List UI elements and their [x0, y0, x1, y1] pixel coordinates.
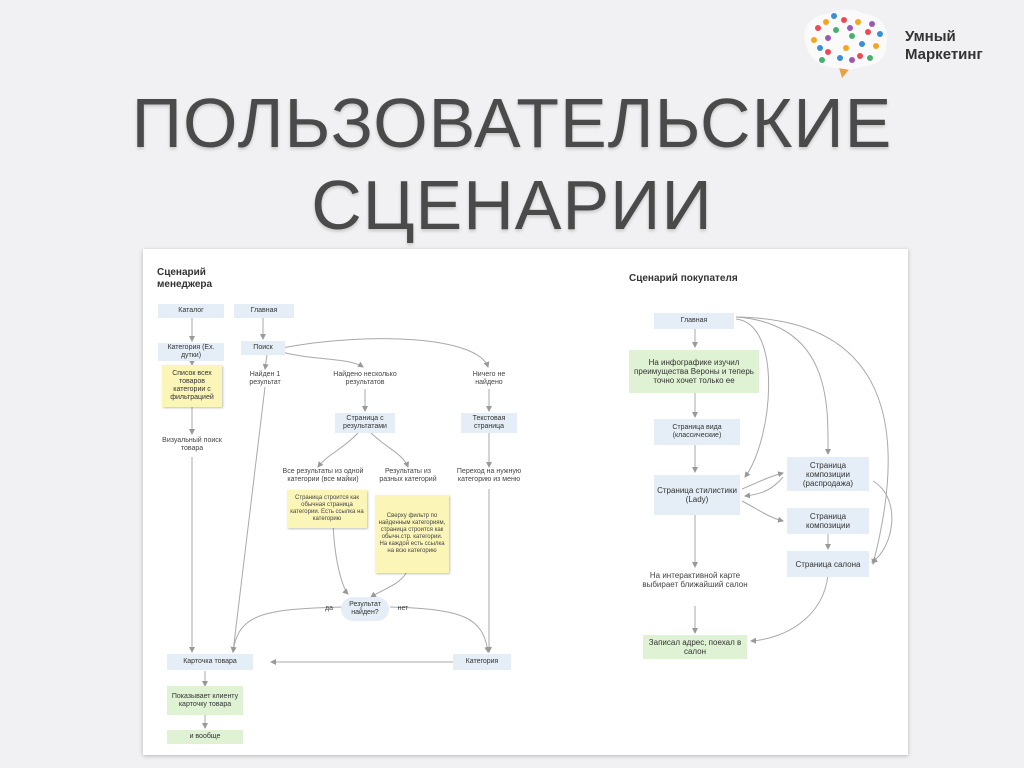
logo-line-1: Умный	[905, 28, 956, 45]
manager-category: Категория	[453, 654, 511, 670]
manager-and-so-on: и вообще	[167, 730, 243, 744]
manager-heading: Сценарий менеджера	[157, 267, 213, 290]
manager-category-note: Список всех товаров категории с фильтрац…	[162, 365, 222, 407]
logo-text: Умный Маркетинг	[905, 28, 983, 64]
manager-results-diff: Результаты из разных категорий	[379, 468, 437, 483]
manager-text-page: Текстовая страница	[461, 413, 517, 433]
manager-category-ex: Категория (Ех. дутки)	[158, 343, 224, 361]
manager-main: Главная	[234, 304, 294, 318]
manager-visual-search: Визуальный поиск товара	[162, 437, 222, 452]
connector-lines	[189, 316, 893, 729]
logo-line-2: Маркетинг	[905, 46, 983, 63]
buyer-composition-sale: Страница композиции (распродажа)	[787, 457, 869, 491]
manager-result-found: Результат найден?	[341, 597, 389, 621]
title-line-2: СЦЕНАРИИ	[311, 166, 713, 244]
buyer-composition: Страница композиции	[787, 508, 869, 534]
buyer-salon-page: Страница салона	[787, 551, 869, 577]
manager-note-left: Страница строится как обычная страница к…	[287, 490, 367, 528]
buyer-view-page: Страница вида (классические)	[654, 419, 740, 445]
manager-goto-category: Переход на нужную категорию из меню	[456, 468, 522, 483]
buyer-style-page: Страница стилистики (Lady)	[654, 475, 740, 515]
manager-show-client: Показывает клиенту карточку товара	[167, 686, 243, 715]
title-line-1: ПОЛЬЗОВАТЕЛЬСКИЕ	[131, 84, 893, 162]
manager-product-card: Карточка товара	[167, 654, 253, 670]
brain-icon	[804, 9, 887, 78]
buyer-map-choice: На интерактивной карте выбирает ближайши…	[642, 571, 748, 589]
buyer-wrote-address: Записал адрес, поехал в салон	[643, 635, 747, 659]
manager-all-one-category: Все результаты из одной категории (все м…	[282, 468, 364, 483]
manager-yes: да	[325, 605, 333, 612]
manager-note-right: Сверху фильтр по найденным категориям, с…	[375, 495, 449, 573]
manager-no: нет	[397, 605, 409, 612]
manager-nothing-found: Ничего не найдено	[472, 371, 506, 386]
manager-search: Поиск	[241, 341, 285, 355]
scenario-sheet: Сценарий менеджера Каталог Главная Катег…	[143, 249, 908, 755]
manager-found-many: Найдено несколько результатов	[333, 371, 397, 386]
manager-found-one: Найден 1 результат	[249, 371, 281, 386]
buyer-main: Главная	[654, 313, 734, 329]
buyer-heading: Сценарий покупателя	[629, 273, 738, 284]
manager-catalog: Каталог	[158, 304, 224, 318]
manager-results-page: Страница с результатами	[335, 413, 395, 433]
buyer-infographic: На инфографике изучил преимущества Верон…	[629, 350, 759, 393]
